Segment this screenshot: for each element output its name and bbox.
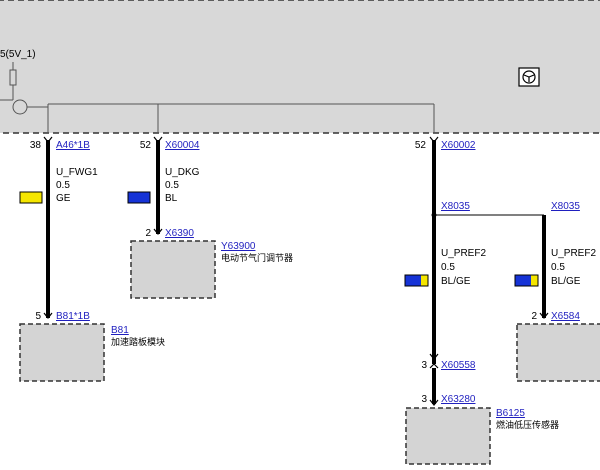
wire2-signal: U_DKG: [165, 167, 200, 178]
wire1-color: GE: [56, 193, 71, 204]
component-x6584-box[interactable]: [516, 323, 600, 382]
component-b81-box[interactable]: [19, 323, 105, 382]
wire2-pin-top: 52: [140, 140, 152, 151]
wire1-pin-top: 38: [30, 140, 42, 151]
steering-wheel-icon[interactable]: [518, 67, 540, 87]
wire4-size: 0.5: [551, 262, 565, 273]
component-y63900-name: 电动节气门调节器: [221, 252, 293, 264]
wire3-connector-top-link[interactable]: X60002: [441, 140, 476, 151]
wire-u-fwg1: [43, 136, 53, 319]
wire3-pin-mid: 3: [421, 360, 427, 371]
wire3-signal: U_PREF2: [441, 248, 486, 259]
wire2-connector-bottom-link[interactable]: X6390: [165, 228, 194, 239]
component-b6125-link[interactable]: B6125: [496, 408, 525, 419]
wire3-pin-top: 52: [415, 140, 427, 151]
wire2-color-swatch: [127, 191, 151, 204]
wire3-connector-bottom-link[interactable]: X63280: [441, 394, 476, 405]
ecu-block: [0, 0, 600, 134]
wire1-size: 0.5: [56, 180, 70, 191]
ecu-pin-label: 5(5V_1): [0, 49, 36, 60]
wire1-connector-top-link[interactable]: A46*1B: [56, 140, 90, 151]
component-y63900-box[interactable]: [130, 240, 216, 299]
wire1-pin-bottom: 5: [35, 311, 41, 322]
ecu-internal-circuit: [0, 62, 435, 133]
wire3-connector-mid-link[interactable]: X60558: [441, 360, 476, 371]
wire2-size: 0.5: [165, 180, 179, 191]
wire-u-dkg: [153, 136, 163, 235]
wire3-splice-link[interactable]: X8035: [441, 201, 470, 212]
wire3-color: BL/GE: [441, 276, 471, 287]
wire2-color: BL: [165, 193, 178, 204]
wire4-splice-link[interactable]: X8035: [551, 201, 580, 212]
wire2-pin-bottom: 2: [145, 228, 151, 239]
wire2-connector-top-link[interactable]: X60004: [165, 140, 200, 151]
component-b81-name: 加速踏板模块: [111, 336, 165, 348]
wire4-connector-bottom-link[interactable]: X6584: [551, 311, 580, 322]
component-b6125-name: 燃油低压传感器: [496, 419, 559, 431]
wire4-color-swatch: [514, 274, 539, 287]
wire3-pin-bottom: 3: [421, 394, 427, 405]
wire3-size: 0.5: [441, 262, 455, 273]
wire3-color-swatch: [404, 274, 429, 287]
wire4-signal: U_PREF2: [551, 248, 596, 259]
wire1-color-swatch: [19, 191, 43, 204]
wire-u-pref2-a: [429, 136, 439, 406]
wire4-color: BL/GE: [551, 276, 581, 287]
component-y63900-link[interactable]: Y63900: [221, 241, 256, 252]
wire1-connector-bottom-link[interactable]: B81*1B: [56, 311, 90, 322]
wire-u-pref2-b: [539, 215, 549, 319]
component-b6125-box[interactable]: [405, 407, 491, 465]
wire4-pin-bottom: 2: [531, 311, 537, 322]
component-b81-link[interactable]: B81: [111, 325, 129, 336]
wire1-signal: U_FWG1: [56, 167, 98, 178]
